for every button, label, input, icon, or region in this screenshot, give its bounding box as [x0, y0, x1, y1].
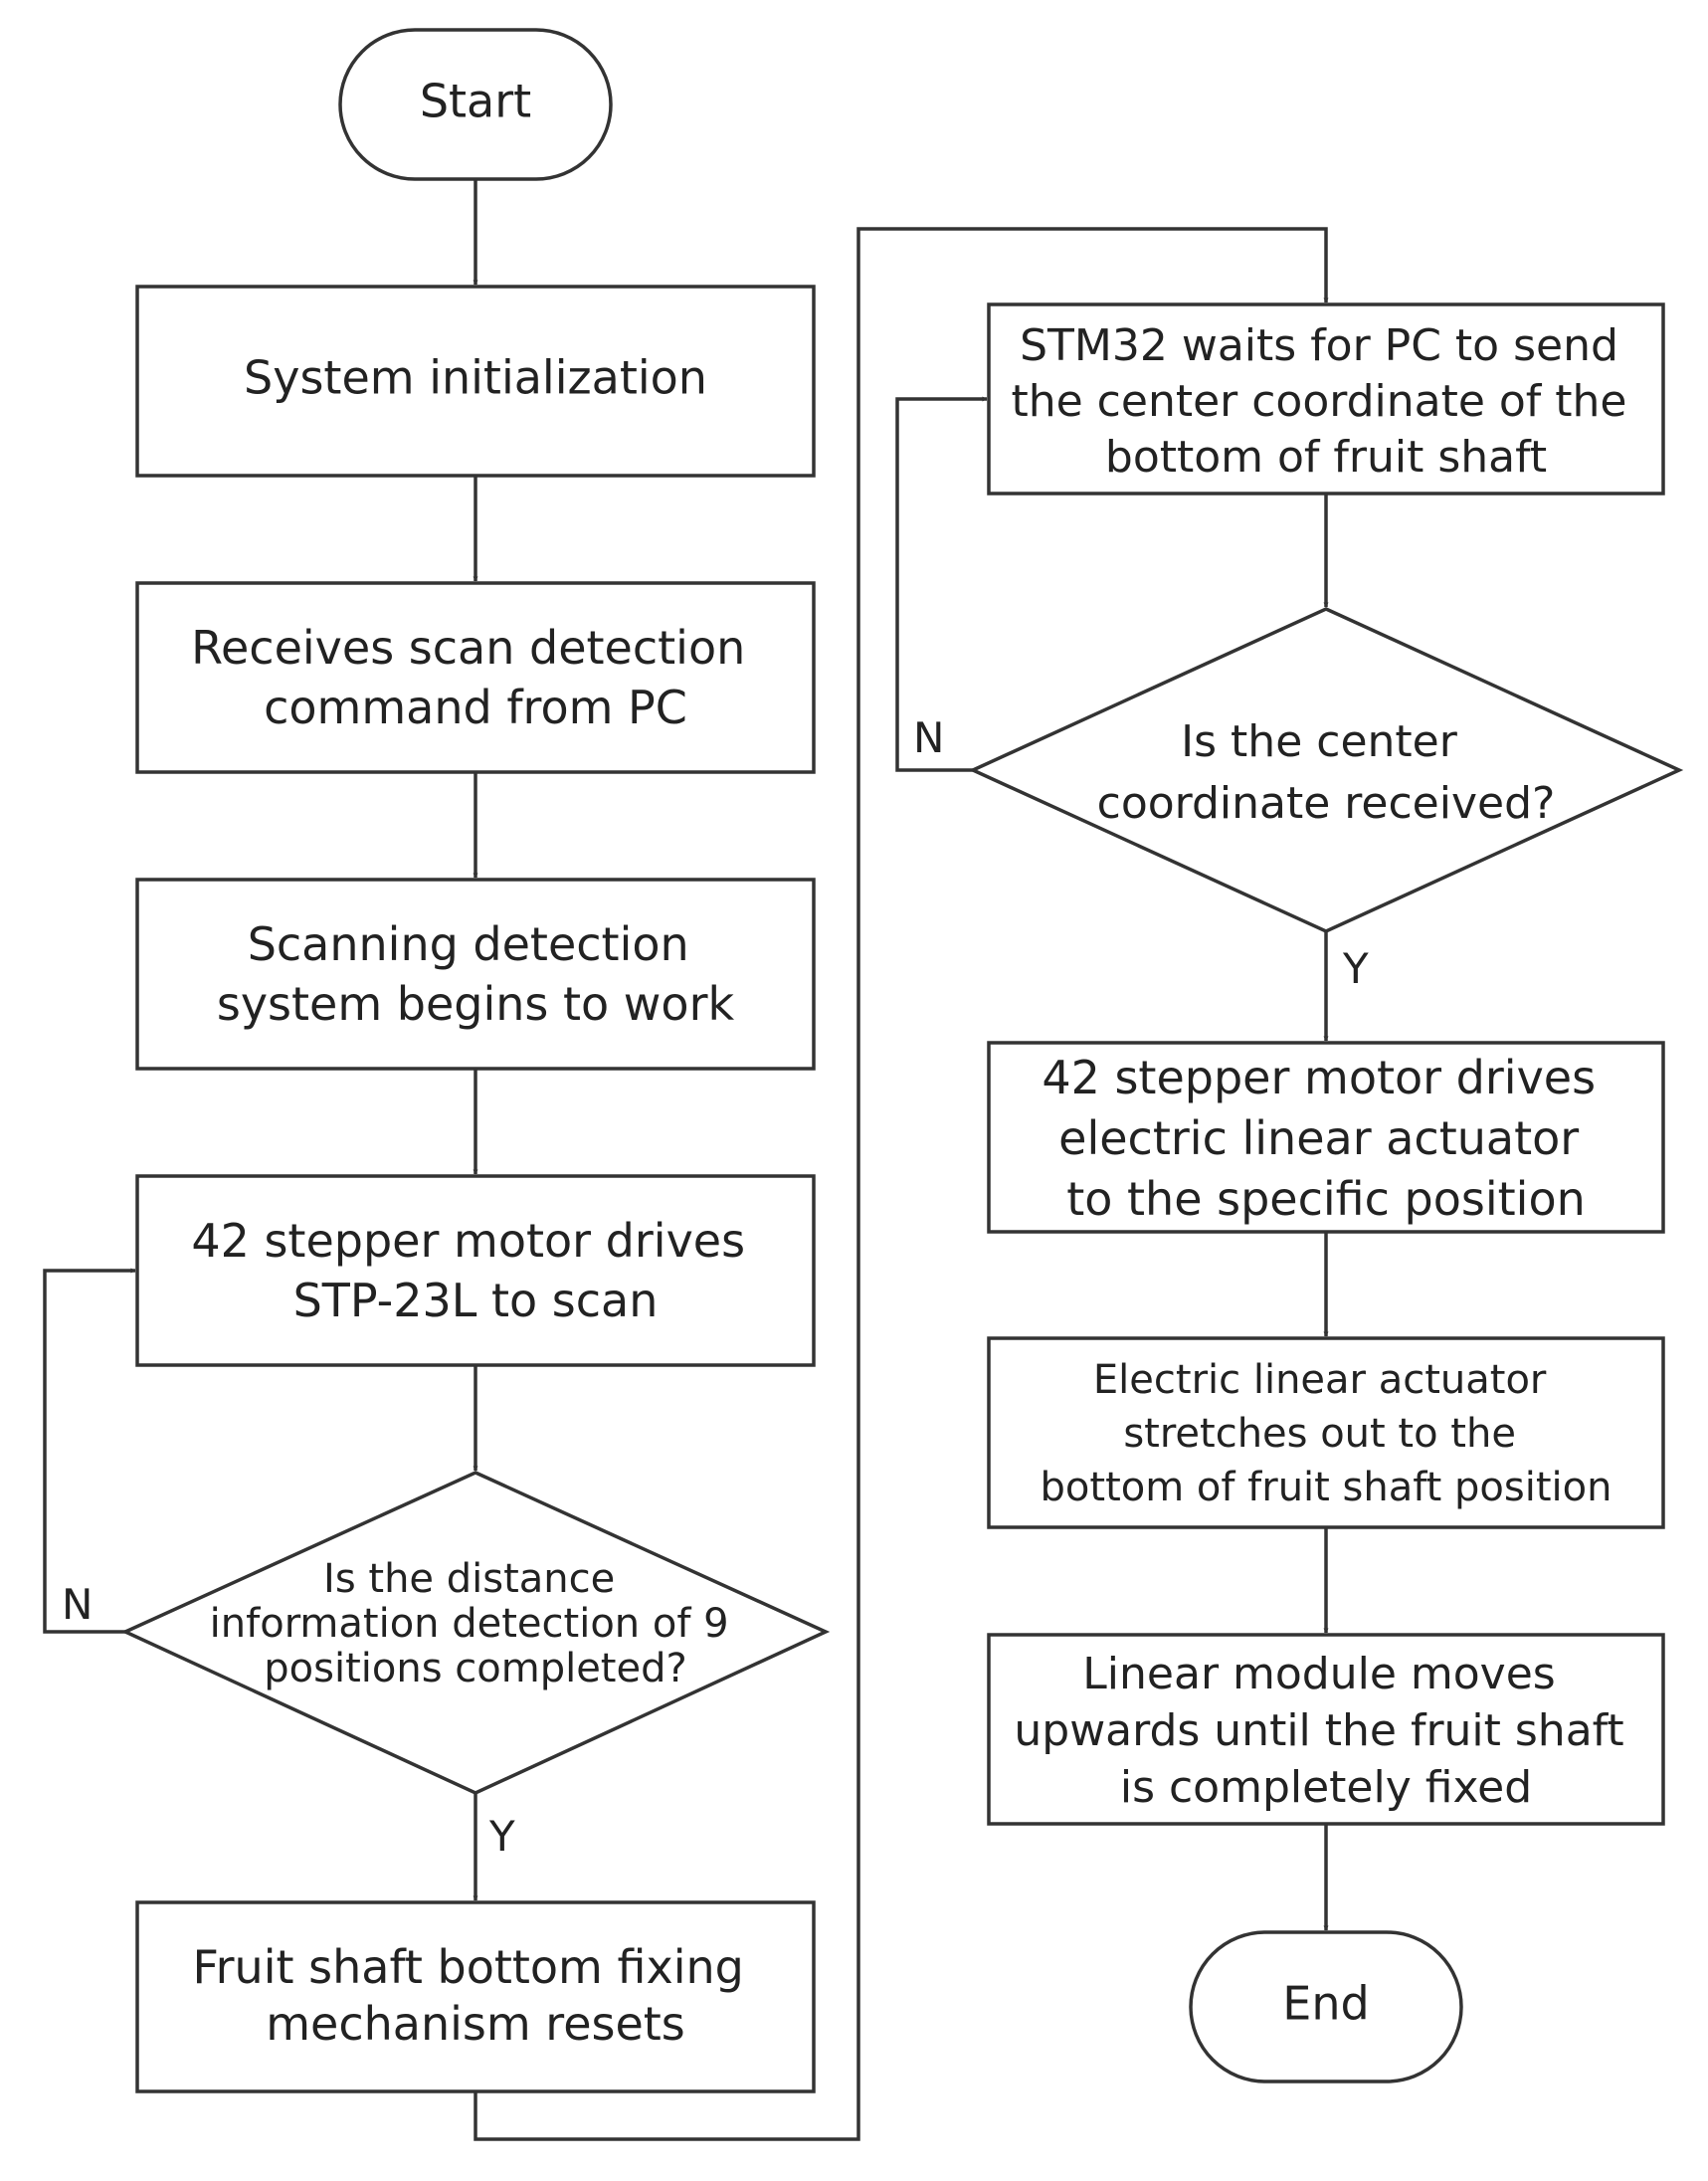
actuator-stretch-line2: stretches out to the: [1123, 1411, 1516, 1457]
receive-scan-command-line2: command from PC: [264, 681, 687, 734]
loop-decision-no-to-motor: [43, 1268, 136, 1634]
motor-scan-line1: 42 stepper motor drives: [191, 1214, 745, 1268]
module-up-line1: Linear module moves: [1082, 1649, 1555, 1699]
motor-actuator-line1: 42 stepper motor drives: [1042, 1051, 1596, 1104]
decision-distance-line2: information detection of 9: [210, 1601, 729, 1647]
branch-label-distance-no: N: [62, 1580, 93, 1629]
decision-center-label: Is the center coordinate received?: [1097, 716, 1556, 829]
scanning-begins-line1: Scanning detection: [248, 917, 689, 971]
process-system-initialization: [135, 285, 816, 478]
motor-scan-label: 42 stepper motor drives STP-23L to scan: [191, 1214, 759, 1327]
process-stm32-wait: [987, 302, 1665, 496]
motor-scan-line2: STP-23L to scan: [293, 1274, 659, 1327]
stm32-wait-label: STM32 waits for PC to send the center co…: [1011, 320, 1640, 483]
decision-center-line1: Is the center: [1181, 716, 1458, 767]
connector-reset-to-stm32: [474, 227, 1329, 2141]
process-mechanism-reset: [135, 1900, 816, 2093]
system-initialization-label: System initialization: [244, 351, 707, 405]
module-up-label: Linear module moves upwards until the fr…: [1014, 1649, 1637, 1813]
mechanism-reset-line2: mechanism resets: [266, 1997, 685, 2051]
scanning-begins-label: Scanning detection system begins to work: [217, 917, 735, 1031]
process-module-up: [987, 1633, 1665, 1826]
stm32-wait-line1: STM32 waits for PC to send: [1020, 320, 1618, 371]
process-receive-scan-command: [135, 581, 816, 774]
decision-distance-label: Is the distance information detection of…: [210, 1556, 742, 1691]
module-up-line2: upwards until the fruit shaft: [1014, 1705, 1623, 1756]
decision-center-received: [968, 607, 1684, 933]
decision-distance-line3: positions completed?: [264, 1646, 686, 1691]
decision-distance-line1: Is the distance: [323, 1556, 615, 1602]
process-motor-scan: [135, 1174, 816, 1367]
module-up-line3: is completely fixed: [1120, 1762, 1532, 1813]
end-label: End: [1282, 1977, 1369, 2031]
process-scanning-begins: [135, 878, 816, 1071]
end-terminal: [1189, 1930, 1463, 2083]
scanning-begins-line2: system begins to work: [217, 977, 735, 1031]
mechanism-reset-line1: Fruit shaft bottom fixing: [193, 1940, 744, 1994]
receive-scan-command-label: Receives scan detection command from PC: [191, 621, 760, 734]
stm32-wait-line3: bottom of fruit shaft: [1105, 432, 1547, 483]
branch-label-center-no: N: [913, 713, 944, 762]
stm32-wait-line2: the center coordinate of the: [1011, 376, 1626, 427]
start-label: Start: [420, 75, 531, 128]
actuator-stretch-line3: bottom of fruit shaft position: [1041, 1465, 1613, 1510]
actuator-stretch-line1: Electric linear actuator: [1093, 1357, 1547, 1403]
receive-scan-command-line1: Receives scan detection: [191, 621, 745, 675]
actuator-stretch-label: Electric linear actuator stretches out t…: [1041, 1357, 1613, 1510]
loop-center-no-to-stm32: [895, 396, 988, 772]
process-actuator-stretch: [987, 1336, 1665, 1529]
process-motor-actuator: [987, 1041, 1665, 1234]
motor-actuator-label: 42 stepper motor drives electric linear …: [1042, 1051, 1610, 1226]
motor-actuator-line2: electric linear actuator: [1058, 1111, 1579, 1165]
branch-label-distance-yes: Y: [488, 1812, 515, 1861]
mechanism-reset-label: Fruit shaft bottom fixing mechanism rese…: [193, 1940, 759, 2051]
decision-center-line2: coordinate received?: [1097, 778, 1556, 829]
motor-actuator-line3: to the specific position: [1066, 1172, 1586, 1226]
branch-label-center-yes: Y: [1342, 944, 1369, 993]
